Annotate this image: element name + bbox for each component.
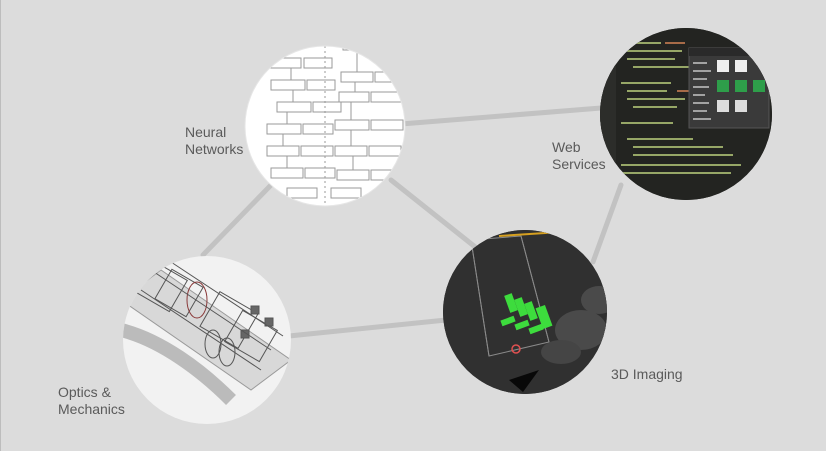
edge-neural-imaging	[388, 177, 482, 253]
neural-networks-node[interactable]	[244, 40, 407, 207]
label-line-2: Services	[552, 156, 606, 172]
optics-mechanics-label: Optics &Mechanics	[58, 384, 125, 418]
edge-neural-optics	[200, 182, 274, 258]
edge-optics-imaging	[286, 317, 449, 339]
optics-mechanics-node[interactable]	[121, 256, 291, 424]
label-line-1: Neural	[185, 124, 227, 140]
cad-wireframe-icon	[123, 259, 291, 405]
edges	[200, 105, 624, 339]
3d-render-icon	[443, 230, 607, 394]
edge-imaging-web	[590, 182, 624, 265]
code-editor-icon	[600, 28, 772, 200]
neural-network-graph-icon	[266, 46, 405, 206]
label-line-2: Mechanics	[58, 401, 125, 417]
label-line-1: Optics &	[58, 384, 111, 400]
3d-imaging-label: 3D Imaging	[611, 366, 683, 383]
3d-imaging-node[interactable]	[443, 230, 617, 394]
label-line-1: Web	[552, 139, 581, 155]
label-line-2: Networks	[185, 141, 244, 157]
web-services-node[interactable]	[600, 28, 772, 200]
label-line-1: 3D Imaging	[611, 366, 683, 382]
edge-neural-web	[398, 105, 604, 127]
